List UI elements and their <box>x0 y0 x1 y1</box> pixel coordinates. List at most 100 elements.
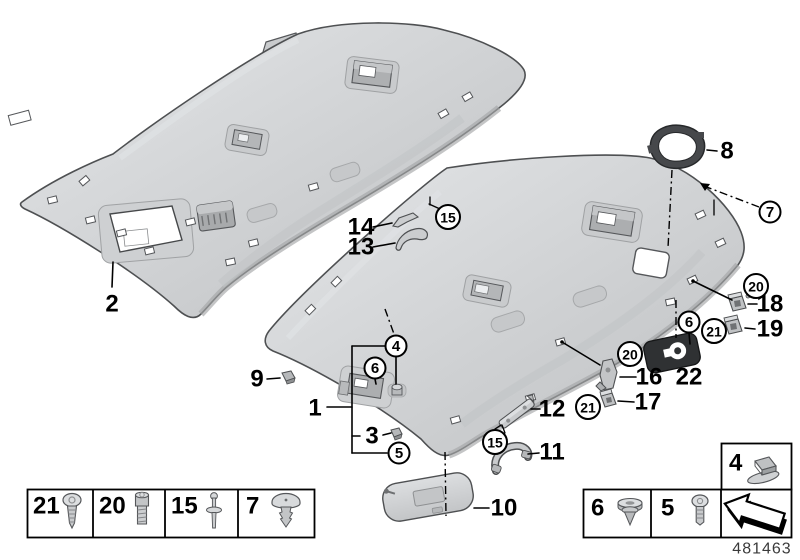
callout-circle-7[interactable]: 7 <box>758 200 782 224</box>
mounting-hole <box>714 237 727 249</box>
callout-19[interactable]: 19 <box>757 316 784 343</box>
mounting-hole <box>184 217 197 227</box>
legend-cell-6[interactable]: 6 <box>591 495 643 527</box>
part-handle-bracket-14 <box>392 212 420 228</box>
legend-cell-7[interactable]: 7 <box>246 492 301 528</box>
mounting-hole <box>143 246 156 256</box>
panel2-contour <box>459 248 706 428</box>
callout-circle-20a[interactable]: 20 <box>617 341 643 367</box>
legend-cell-direction-symbol <box>723 492 787 535</box>
callout-11[interactable]: 11 <box>539 439 564 466</box>
panel1-mounting-holes <box>46 91 474 267</box>
mounting-hole <box>78 174 91 187</box>
part-antenna-gasket <box>647 124 706 170</box>
callout-8[interactable]: 8 <box>720 138 733 165</box>
callout-circle-21a[interactable]: 21 <box>575 394 601 420</box>
callout-12[interactable]: 12 <box>539 396 566 423</box>
legend-cell-20[interactable]: 20 <box>99 491 150 525</box>
callout-circle-4[interactable]: 4 <box>384 334 408 358</box>
callout-3[interactable]: 3 <box>365 423 378 450</box>
grommet-clip-icon <box>617 497 643 527</box>
callout-circle-20b[interactable]: 20 <box>743 273 769 299</box>
panel2-mounting-stud <box>387 383 407 398</box>
callout-20-label: 20 <box>622 347 638 363</box>
part-clip-3 <box>390 427 403 441</box>
callout-17[interactable]: 17 <box>635 389 662 416</box>
mounting-hole <box>694 209 707 221</box>
callout-circle-15b[interactable]: 15 <box>482 429 508 455</box>
panel1-console-opening <box>97 198 236 264</box>
fastener-legend-left: 21 20 15 <box>26 488 316 539</box>
mounting-hole <box>304 303 317 316</box>
callouts: 1 2 3 8 9 10 11 12 13 14 16 17 18 19 22 … <box>105 138 783 522</box>
panel1-mid-dome-light <box>224 124 270 156</box>
legend-number: 5 <box>661 495 674 522</box>
legend-cell-5[interactable]: 5 <box>661 494 709 526</box>
expanding-rivet-icon <box>271 492 301 528</box>
mounting-hole <box>330 275 343 288</box>
mounting-hole <box>46 195 59 205</box>
callout-9[interactable]: 9 <box>250 366 263 393</box>
handle-recess <box>572 285 608 308</box>
legend-number: 15 <box>171 493 198 520</box>
mounting-hole <box>449 415 462 425</box>
callout-circle-15a[interactable]: 15 <box>435 204 461 230</box>
panel1-contour <box>118 37 300 161</box>
panel2-mounting-holes <box>304 209 727 425</box>
mounting-hole <box>84 215 97 225</box>
direction-of-travel-arrow-icon <box>723 492 787 535</box>
legend-number: 20 <box>99 493 126 520</box>
panel1-rear-dome-light <box>344 56 400 94</box>
callout-1[interactable]: 1 <box>308 395 321 422</box>
callout-21-label: 21 <box>706 324 722 340</box>
mounting-hole <box>664 297 677 307</box>
part-clip-9 <box>281 370 296 385</box>
part-sun-visor <box>382 472 474 522</box>
panel1-front-rim <box>198 105 502 317</box>
handle-recess <box>329 161 361 183</box>
part-cover-22 <box>643 332 701 374</box>
legend-number: 6 <box>591 495 604 522</box>
legend-number: 21 <box>33 493 60 520</box>
fastener-legend-right: 6 5 4 <box>582 442 793 539</box>
callout-circle-5[interactable]: 5 <box>387 441 411 465</box>
blind-rivet-icon <box>206 492 222 529</box>
callout-20-label: 20 <box>748 279 764 295</box>
panel1-contour <box>218 114 465 288</box>
torx-pan-screw-icon <box>62 492 82 530</box>
legend-cell-4[interactable]: 4 <box>729 450 780 487</box>
callout-circle-21b[interactable]: 21 <box>701 318 727 344</box>
panel1-tab-hole <box>7 109 32 126</box>
panel2-rear-dome-light <box>581 201 643 243</box>
part-bracket-16 <box>595 358 618 392</box>
handle-recess <box>490 310 526 333</box>
retainer-clip-icon <box>747 456 780 485</box>
headlining-panel-main <box>264 154 745 459</box>
part12-pin <box>501 424 506 434</box>
callout-13[interactable]: 13 <box>348 234 375 261</box>
socket-head-screw-icon <box>134 491 150 525</box>
callout-21-label: 21 <box>580 400 596 416</box>
part-grab-handle-13 <box>395 227 429 251</box>
part-clip-18 <box>727 291 751 312</box>
callout-6-label: 6 <box>685 314 693 331</box>
leader-lines <box>111 149 760 517</box>
callout-circle-6b[interactable]: 6 <box>677 310 701 334</box>
callout-14[interactable]: 14 <box>348 214 375 241</box>
callout-16[interactable]: 16 <box>636 364 663 391</box>
drawing-number: 481463 <box>732 541 791 558</box>
legend-cell-21[interactable]: 21 <box>33 492 82 530</box>
mounting-hole <box>247 238 260 248</box>
mounting-hole <box>307 182 320 192</box>
callout-10[interactable]: 10 <box>491 495 518 522</box>
callout-22[interactable]: 22 <box>676 364 703 391</box>
callout-2[interactable]: 2 <box>105 291 118 318</box>
antenna-opening <box>632 247 670 279</box>
arrowhead <box>700 183 710 191</box>
callout-circle-6a[interactable]: 6 <box>363 356 387 380</box>
legend-cell-15[interactable]: 15 <box>171 492 222 529</box>
panel2-contour <box>285 189 442 341</box>
part-grab-handle-11 <box>490 441 533 475</box>
